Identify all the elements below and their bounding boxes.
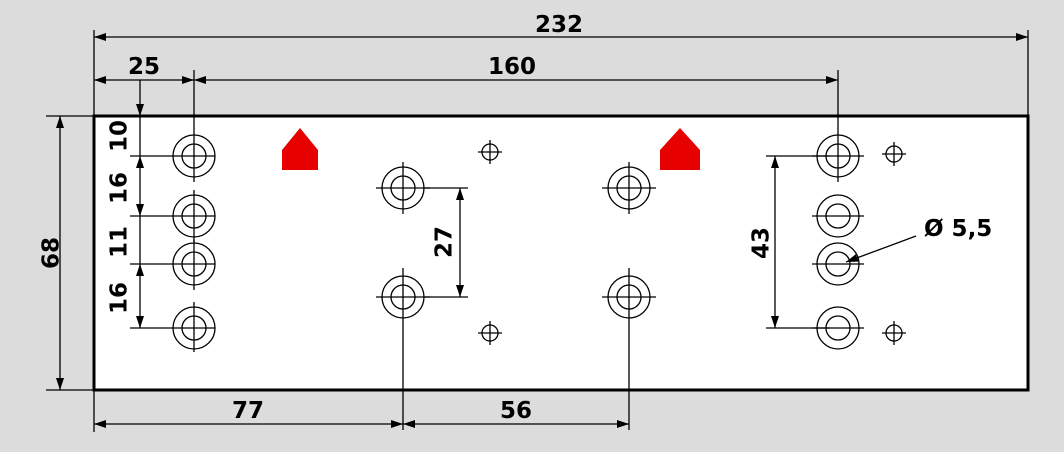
- hole: [376, 268, 430, 430]
- diameter-leader-line: [845, 235, 917, 263]
- dimension-label-16b: 16: [107, 282, 133, 314]
- hole: [172, 302, 216, 352]
- small-hole: [478, 140, 502, 164]
- dimension-label-77: 77: [232, 398, 264, 424]
- small-hole: [882, 142, 906, 166]
- hole: [172, 240, 216, 290]
- dimension-label-43: 43: [749, 227, 775, 259]
- dimension-label-56: 56: [500, 398, 532, 424]
- dimension-label-27: 27: [432, 226, 458, 258]
- dimension-label-10: 10: [107, 120, 133, 152]
- center-right-hole-column: [602, 162, 656, 430]
- house-arrow-icon: [660, 128, 700, 170]
- dimension-label-11: 11: [107, 226, 133, 258]
- mounting-plate: [92, 114, 1030, 392]
- hole: [172, 130, 216, 182]
- hole: [812, 242, 864, 286]
- hole: [602, 162, 656, 214]
- diameter-label: Ø 5,5: [924, 216, 992, 242]
- hole: [602, 268, 656, 430]
- left-hole-column: [172, 130, 216, 352]
- hole: [172, 190, 216, 242]
- small-hole: [882, 321, 906, 345]
- center-left-hole-column: [376, 162, 430, 430]
- dimension-label-160: 160: [488, 54, 536, 80]
- hole: [376, 162, 430, 214]
- hole: [812, 194, 864, 238]
- small-hole: [478, 321, 502, 345]
- dimension-label-25: 25: [128, 54, 160, 80]
- dimension-label-68: 68: [39, 237, 65, 269]
- dimension-label-232: 232: [535, 12, 583, 38]
- dimension-label-16a: 16: [107, 172, 133, 204]
- house-arrow-icon: [282, 128, 318, 170]
